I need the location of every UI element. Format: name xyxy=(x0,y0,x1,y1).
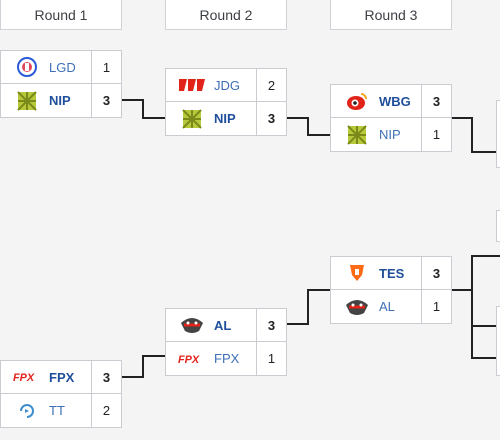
team-row[interactable]: AL 3 xyxy=(166,309,286,342)
nip-logo-icon xyxy=(178,108,206,130)
fpx-logo-icon: FPX xyxy=(178,348,206,370)
team-row[interactable]: TES 3 xyxy=(331,257,451,290)
team-score: 2 xyxy=(91,394,121,427)
al-logo-icon xyxy=(343,296,371,318)
connector-r2-r3-bottom xyxy=(287,289,330,325)
team-score: 1 xyxy=(91,51,121,83)
next-round-box-edge xyxy=(496,306,500,376)
team-row[interactable]: FPX FPX 3 xyxy=(1,361,121,394)
team-score: 3 xyxy=(91,361,121,393)
team-name[interactable]: TES xyxy=(379,265,405,281)
next-round-box-edge xyxy=(496,210,500,242)
team-name[interactable]: NIP xyxy=(49,93,71,108)
connector-r3-bottom-out-up xyxy=(452,255,500,291)
nip-logo-icon xyxy=(343,124,371,146)
round-3-header: Round 3 xyxy=(330,0,452,30)
team-score: 3 xyxy=(421,85,451,117)
team-name[interactable]: NIP xyxy=(214,111,236,126)
round-1-header: Round 1 xyxy=(0,0,122,30)
nip-logo-icon xyxy=(13,90,41,112)
lgd-logo-icon xyxy=(13,56,41,78)
team-name[interactable]: FPX xyxy=(49,369,75,385)
team-row[interactable]: NIP 3 xyxy=(1,84,121,117)
team-name[interactable]: JDG xyxy=(214,77,240,93)
tes-logo-icon xyxy=(343,262,371,284)
team-row[interactable]: WBG 3 xyxy=(331,85,451,118)
team-row[interactable]: LGD 1 xyxy=(1,51,121,84)
team-score: 2 xyxy=(256,69,286,101)
wbg-logo-icon xyxy=(343,90,371,112)
svg-text:FPX: FPX xyxy=(178,353,200,365)
team-name[interactable]: AL xyxy=(379,299,395,314)
team-score: 3 xyxy=(256,102,286,135)
team-row[interactable]: NIP 3 xyxy=(166,102,286,135)
team-name[interactable]: TT xyxy=(49,403,65,418)
team-row[interactable]: JDG 2 xyxy=(166,69,286,102)
fpx-logo-icon: FPX xyxy=(13,366,41,388)
connector-r2-r3-top xyxy=(287,117,330,136)
next-round-box-edge xyxy=(496,100,500,168)
team-score: 1 xyxy=(421,118,451,151)
team-name[interactable]: WBG xyxy=(379,93,411,109)
connector-r3-top-out xyxy=(452,117,500,153)
connector-r1-r2-bottom xyxy=(122,355,165,378)
team-score: 1 xyxy=(421,290,451,323)
team-name[interactable]: NIP xyxy=(379,127,401,142)
team-score: 3 xyxy=(91,84,121,117)
team-score: 3 xyxy=(421,257,451,289)
connector-r3-bottom-out-lower xyxy=(471,326,500,359)
round-2-header: Round 2 xyxy=(165,0,287,30)
team-name[interactable]: FPX xyxy=(214,351,240,366)
team-score: 3 xyxy=(256,309,286,341)
svg-text:FPX: FPX xyxy=(13,372,35,384)
team-score: 1 xyxy=(256,342,286,375)
jdg-logo-icon xyxy=(178,74,206,96)
team-row[interactable]: AL 1 xyxy=(331,290,451,323)
team-row[interactable]: FPX FPX 1 xyxy=(166,342,286,375)
tt-logo-icon xyxy=(13,400,41,422)
connector-r1-r2-top xyxy=(122,99,165,119)
team-name[interactable]: AL xyxy=(214,317,232,333)
team-row[interactable]: NIP 1 xyxy=(331,118,451,151)
team-row[interactable]: TT 2 xyxy=(1,394,121,427)
al-logo-icon xyxy=(178,314,206,336)
team-name[interactable]: LGD xyxy=(49,59,76,75)
